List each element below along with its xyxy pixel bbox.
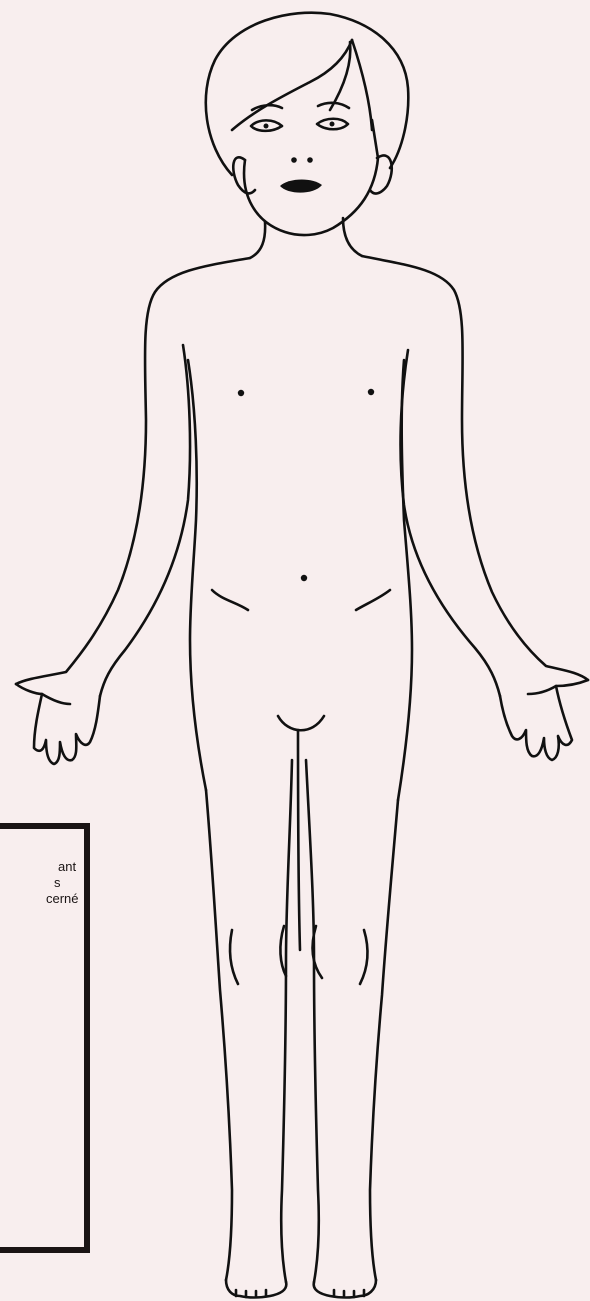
instruction-text-line-2: s: [54, 875, 90, 891]
right-eye-pupil: [330, 122, 335, 127]
instruction-text-line-3: cerné: [46, 891, 90, 907]
instruction-text-clip: ant s cerné: [0, 823, 90, 1253]
right-nostril: [307, 157, 313, 163]
navel: [301, 575, 307, 581]
left-eye-pupil: [264, 124, 269, 129]
instruction-text-line-1: ant: [58, 859, 90, 875]
left-nipple: [238, 390, 244, 396]
right-nipple: [368, 389, 374, 395]
left-nostril: [291, 157, 297, 163]
